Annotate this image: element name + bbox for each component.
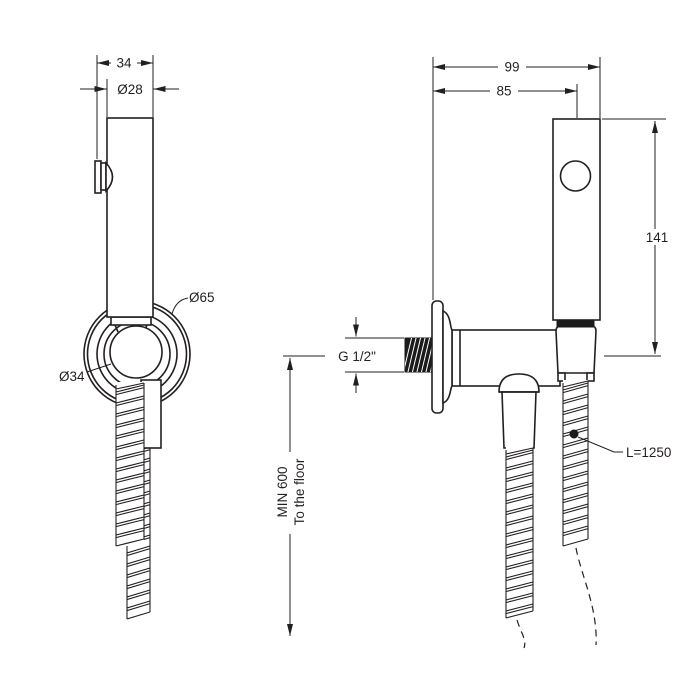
- shower-hose-front: [115, 382, 145, 547]
- front-view: 34 Ø28 Ø65 Ø34: [59, 55, 215, 620]
- holder-foot: [586, 372, 595, 382]
- control-clip-plate: [94, 160, 102, 194]
- dim-depth-to-axis-label: 85: [496, 84, 511, 99]
- label-mask: [111, 56, 137, 70]
- dim-min-height-note-label: To the floor: [292, 458, 307, 525]
- leader-line: [86, 363, 112, 373]
- push-button: [559, 160, 592, 192]
- dim-hose-length-label: L=1250: [626, 445, 671, 460]
- label-mask: [498, 60, 526, 74]
- leader-line: [171, 297, 189, 315]
- outlet-cone: [501, 391, 537, 449]
- handle-holder-cup: [555, 325, 597, 374]
- flange-trumpet: [442, 309, 453, 405]
- dim-holder-diameter-label: Ø65: [189, 290, 215, 305]
- dim-min-height-label: MIN 600: [275, 466, 290, 517]
- swivel-ball: [109, 325, 163, 379]
- hose-continuation-dashed: [516, 619, 526, 649]
- side-view: 99 85 141 G 1/2" MIN 600 To the floor: [274, 57, 671, 649]
- dim-handle-diameter-label: Ø28: [117, 82, 143, 97]
- dim-thread-label: G 1/2": [338, 349, 376, 364]
- thread-hatch: [405, 338, 433, 372]
- label-mask: [490, 84, 518, 98]
- dim-ball-diameter-label: Ø34: [59, 369, 85, 384]
- spray-handle-side: [552, 118, 601, 321]
- dim-handle-height-label: 141: [646, 230, 669, 245]
- outlet-hose: [505, 447, 534, 619]
- leader-line: [577, 436, 623, 453]
- control-clip-bulge: [105, 160, 114, 194]
- spray-handle-front: [106, 117, 154, 318]
- outlet-dome: [498, 373, 540, 393]
- label-mask: [642, 229, 670, 245]
- label-mask: [274, 452, 312, 534]
- dim-depth-total-label: 99: [504, 60, 519, 75]
- handle-collar: [110, 316, 152, 326]
- handle-hose: [562, 380, 589, 547]
- hose-continuation-dashed: [575, 547, 597, 646]
- handle-collar-side: [556, 320, 595, 328]
- holder-foot: [557, 372, 566, 382]
- hose-end-marker: [569, 429, 579, 439]
- dim-width-label: 34: [116, 56, 132, 71]
- wall-flange: [431, 300, 444, 414]
